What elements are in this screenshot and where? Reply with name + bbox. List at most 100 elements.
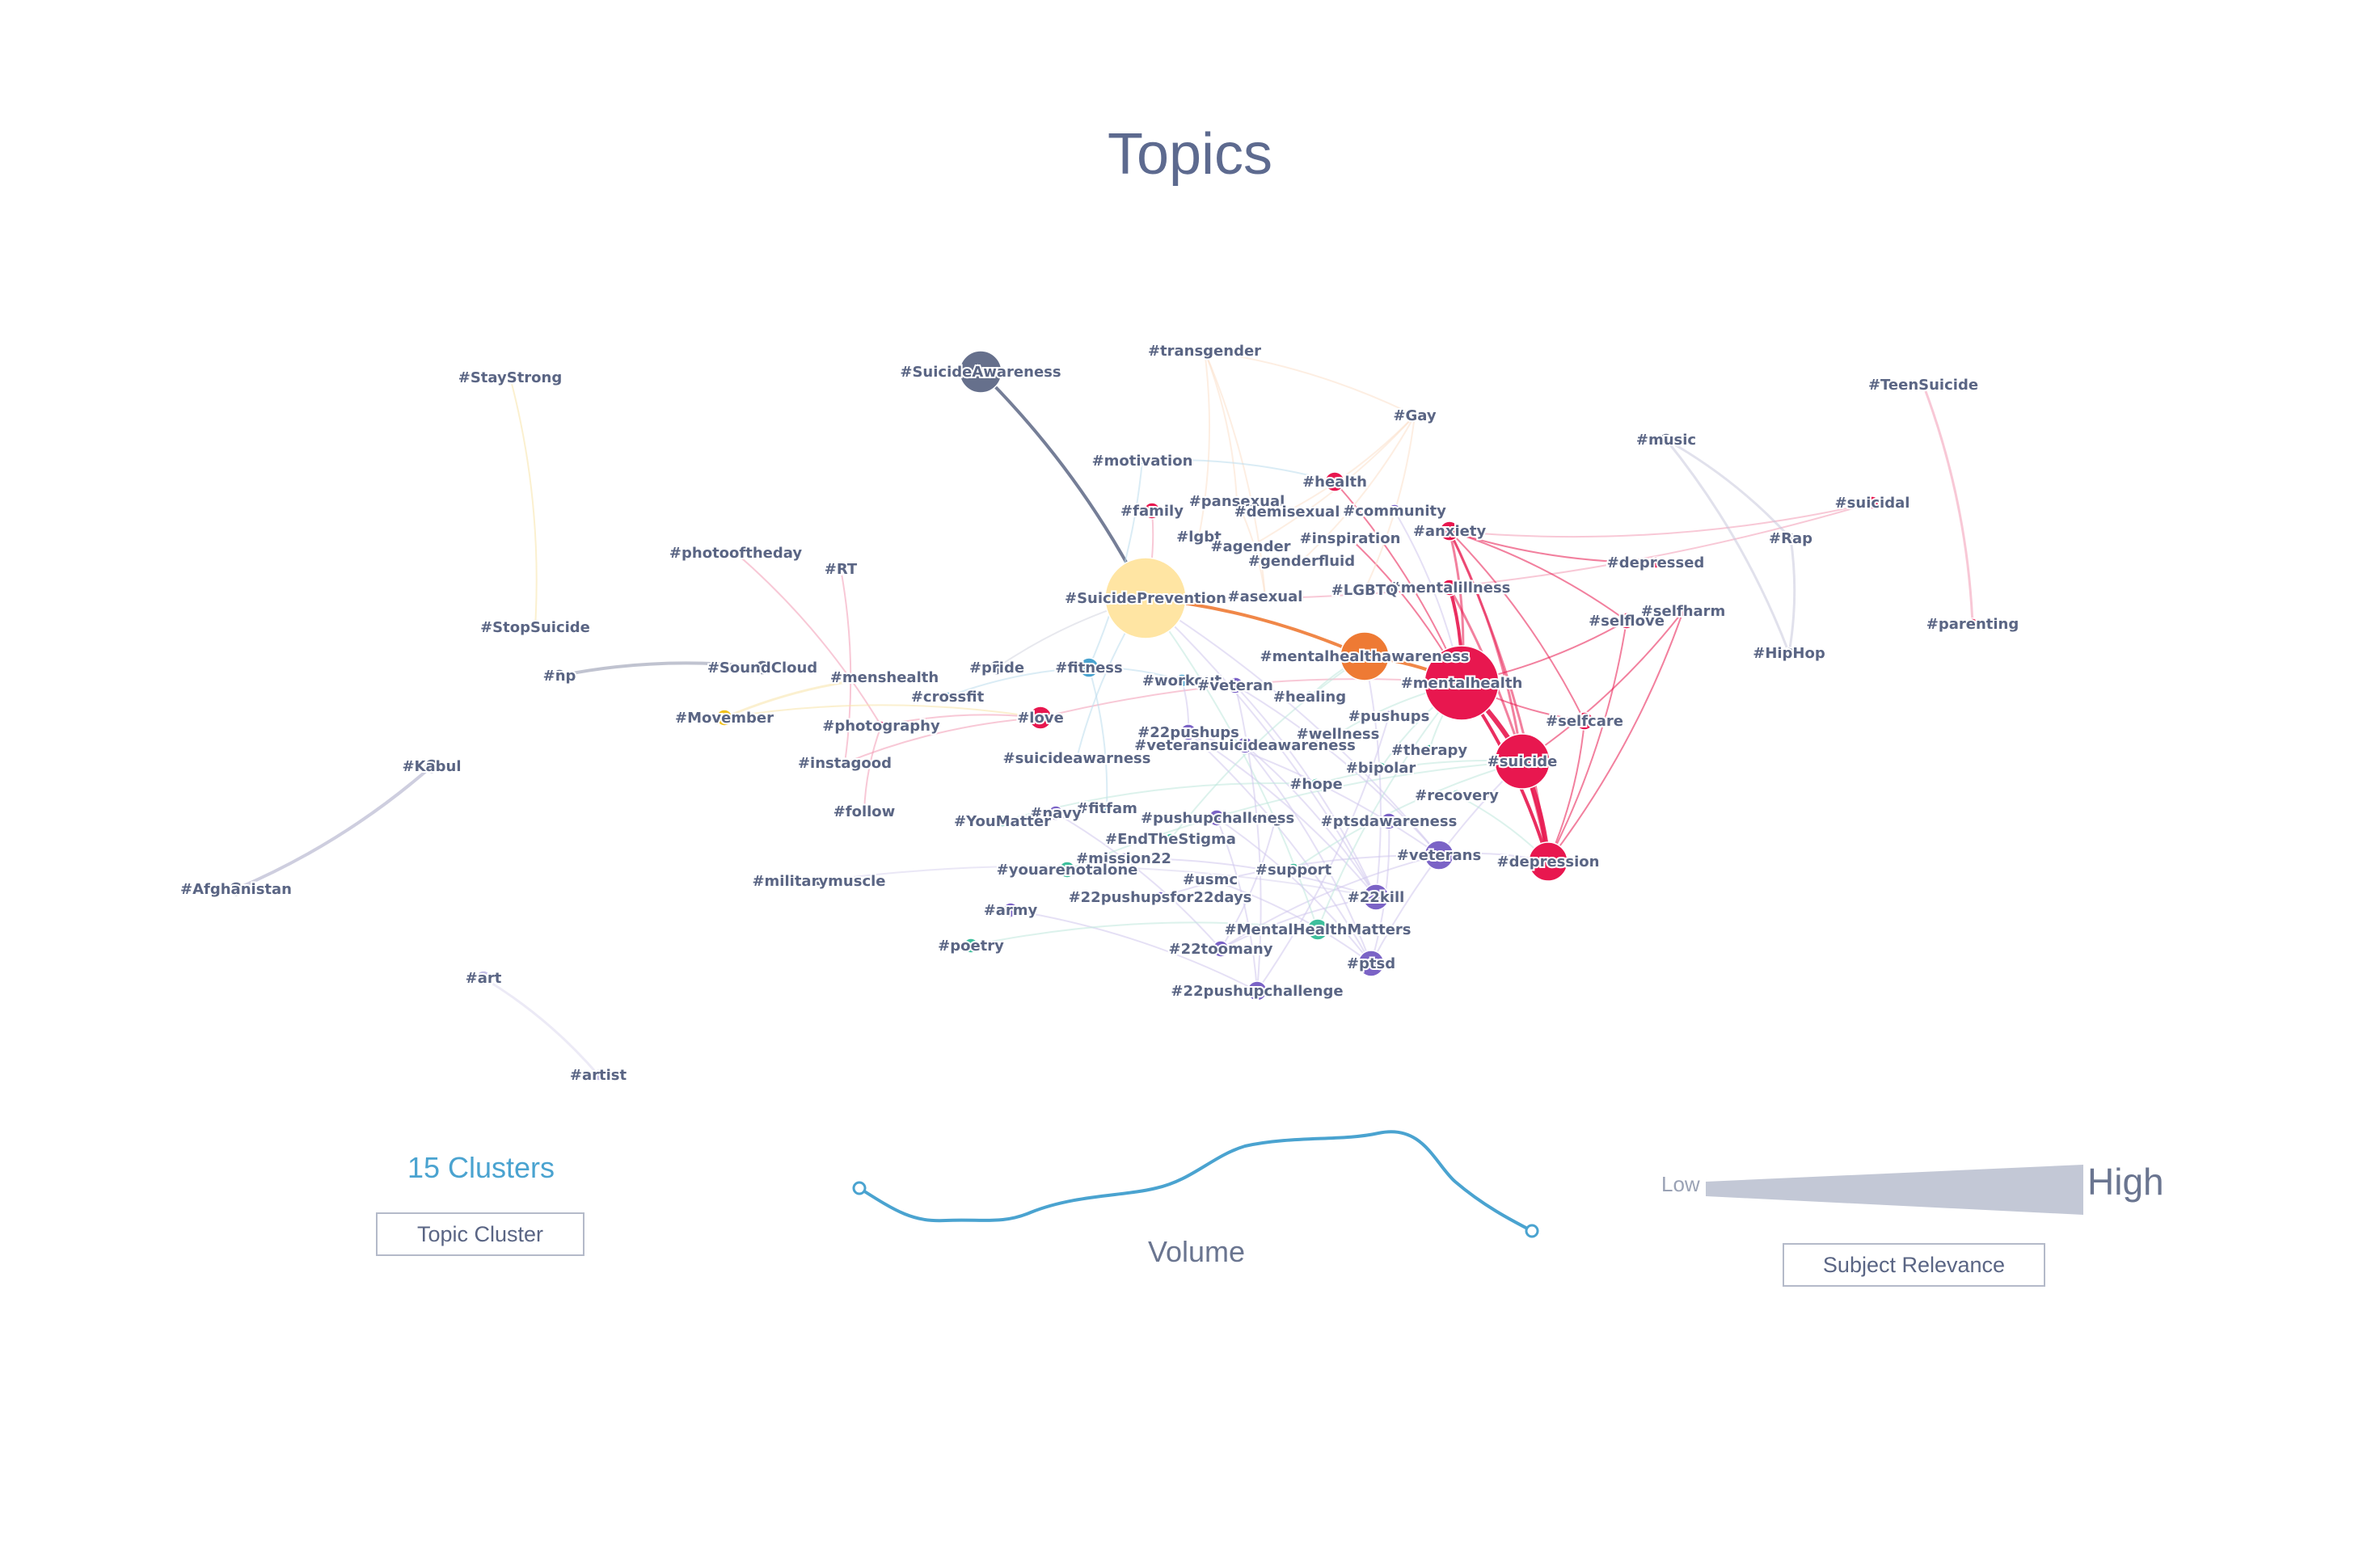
node-support[interactable] [1286, 862, 1301, 877]
node-suicidal[interactable] [1865, 495, 1880, 510]
node-army[interactable] [1002, 902, 1019, 918]
node-inspiration[interactable] [1344, 532, 1357, 545]
node-fitfam[interactable] [1100, 802, 1113, 815]
node-menshealth[interactable] [880, 672, 889, 682]
node-parenting[interactable] [1966, 618, 1979, 630]
node-pride[interactable] [989, 660, 1005, 676]
node-agender[interactable] [1246, 542, 1255, 551]
node-music[interactable] [1659, 432, 1673, 447]
node-crossfit[interactable] [942, 691, 953, 702]
node-genderfluid[interactable] [1297, 556, 1306, 566]
link-music-Rap [1665, 438, 1792, 540]
node-mentalhealth[interactable] [1424, 645, 1500, 721]
node-TeenSuicide[interactable] [1916, 377, 1931, 392]
clusters-count-label: 15 Clusters [407, 1151, 555, 1184]
node-demisexual[interactable] [1282, 507, 1292, 516]
link-ness-22toomany [1220, 817, 1277, 950]
node-ness[interactable] [1270, 812, 1281, 824]
node-veteran[interactable] [1226, 677, 1244, 694]
node-veterans[interactable] [1424, 840, 1454, 870]
node-SuicidePrevention[interactable] [1104, 557, 1187, 639]
node-art[interactable] [475, 970, 492, 986]
node-22pushups[interactable] [1179, 723, 1197, 741]
node-Kabul[interactable] [424, 758, 440, 774]
node-lgbt[interactable] [1194, 532, 1204, 542]
node-transgender[interactable] [1201, 347, 1209, 355]
node-label-crossfit: #crossfit [911, 689, 985, 706]
node-22kill[interactable] [1362, 883, 1390, 911]
node-family[interactable] [1143, 502, 1161, 520]
node-Afghanistan[interactable] [228, 881, 244, 897]
node-selfharm[interactable] [1677, 605, 1690, 618]
node-label-instagood: #instagood [798, 755, 892, 772]
node-StopSuicide[interactable] [531, 623, 539, 631]
node-selfcare[interactable] [1575, 711, 1594, 731]
node-label-veteran: #veteran [1197, 677, 1273, 694]
node-YouMatter[interactable] [996, 815, 1009, 828]
node-hope[interactable] [1310, 778, 1323, 790]
node-militarymuscle[interactable] [813, 875, 825, 887]
node-pushupchallenge[interactable] [1208, 809, 1226, 827]
node-healing[interactable] [1303, 690, 1316, 703]
node-StayStrong[interactable] [506, 373, 514, 381]
node-LGBTQ[interactable] [1360, 585, 1369, 595]
node-asexual[interactable] [1260, 592, 1270, 601]
link-motivation-health [1141, 459, 1336, 483]
node-anxiety[interactable] [1439, 521, 1460, 542]
node-ptsdawareness[interactable] [1380, 812, 1398, 830]
node-bipolar[interactable] [1374, 761, 1387, 774]
node-22toomany[interactable] [1212, 940, 1230, 958]
node-Rap[interactable] [1784, 532, 1797, 545]
link-Gay-demisexual [1286, 415, 1416, 512]
topic-cluster-button[interactable]: Topic Cluster [376, 1212, 584, 1256]
node-pushups[interactable] [1382, 710, 1395, 723]
node-veteransuicideawareness[interactable] [1236, 736, 1254, 754]
node-np[interactable] [552, 668, 567, 683]
node-navy[interactable] [1048, 805, 1064, 821]
node-community[interactable] [1387, 504, 1402, 518]
node-Gay[interactable] [1411, 411, 1419, 419]
node-usmc[interactable] [1204, 873, 1217, 886]
subject-relevance-button[interactable]: Subject Relevance [1783, 1243, 2045, 1287]
node-wellness[interactable] [1331, 727, 1344, 740]
node-label-fitness: #fitness [1055, 660, 1122, 677]
node-artist[interactable] [592, 1069, 605, 1081]
node-mentalhealthawareness[interactable] [1340, 631, 1390, 681]
node-love[interactable] [1028, 706, 1053, 730]
node-EndTheStigma[interactable] [1164, 832, 1177, 845]
node-workout[interactable] [1175, 673, 1189, 688]
node-youarenotalone[interactable] [1058, 861, 1076, 879]
node-suicideawarness[interactable] [1071, 752, 1082, 764]
node-SuicideAwareness[interactable] [959, 350, 1002, 394]
node-label-photooftheday: #photooftheday [669, 545, 802, 562]
node-photooftheday[interactable] [730, 547, 741, 558]
node-depression[interactable] [1528, 841, 1568, 882]
node-suicide[interactable] [1494, 733, 1551, 790]
node-22pushupchallenge[interactable] [1247, 980, 1268, 1001]
node-recovery[interactable] [1450, 789, 1463, 802]
node-depressed[interactable] [1649, 556, 1662, 569]
node-photography[interactable] [876, 720, 887, 731]
node-mentalillness[interactable] [1441, 579, 1458, 596]
node-SoundCloud[interactable] [754, 660, 770, 676]
node-Movember[interactable] [715, 709, 733, 727]
node-22pushupsfor22days[interactable] [1154, 891, 1167, 904]
node-label-RT: #RT [825, 561, 858, 578]
node-pansexual[interactable] [1232, 496, 1242, 506]
node-ptsd[interactable] [1357, 950, 1385, 977]
node-poetry[interactable] [963, 938, 979, 954]
node-selflove[interactable] [1618, 612, 1635, 630]
node-RT[interactable] [835, 563, 846, 575]
node-label-StopSuicide: #StopSuicide [480, 619, 590, 636]
node-fitness[interactable] [1078, 657, 1099, 678]
node-motivation[interactable] [1137, 456, 1147, 466]
node-health[interactable] [1324, 471, 1345, 492]
link-StayStrong-StopSuicide [509, 377, 538, 628]
node-instagood[interactable] [839, 757, 850, 769]
node-HipHop[interactable] [1783, 647, 1796, 660]
node-follow[interactable] [859, 806, 870, 817]
node-mission22[interactable] [1117, 852, 1130, 865]
node-MentalHealthMatters[interactable] [1306, 918, 1329, 941]
node-therapy[interactable] [1423, 744, 1436, 757]
